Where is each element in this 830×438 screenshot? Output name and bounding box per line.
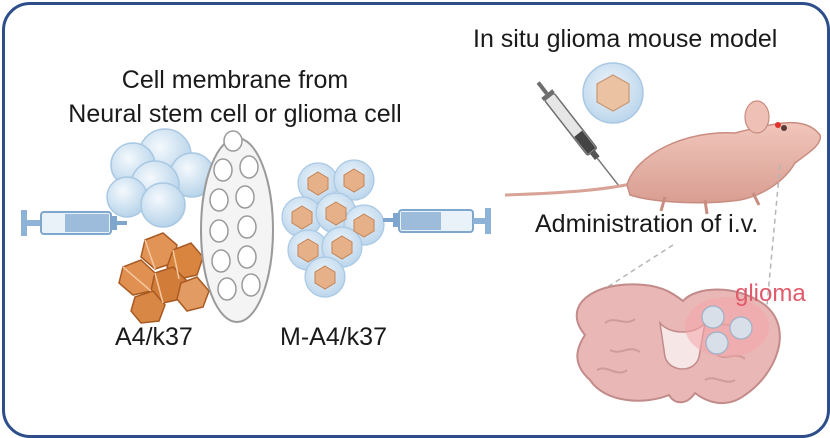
nanoparticle-icon bbox=[118, 232, 210, 324]
glioma-label: glioma bbox=[735, 280, 806, 307]
brain-section-icon bbox=[575, 283, 781, 405]
zoom-lines bbox=[594, 164, 781, 306]
membrane-title-line2: Neural stem cell or glioma cell bbox=[68, 100, 402, 128]
mouse-icon bbox=[504, 100, 821, 215]
membrane-title-line1: Cell membrane from bbox=[121, 66, 349, 94]
coated-nanoparticle-icon bbox=[281, 159, 385, 298]
nanoparticle-label: A4/k37 bbox=[115, 323, 193, 351]
coated-nanoparticle-label: M-A4/k37 bbox=[280, 323, 387, 351]
coated-particle-icon bbox=[582, 62, 644, 124]
syringe-middle-icon bbox=[383, 208, 491, 234]
syringe-left-icon bbox=[21, 210, 127, 236]
model-title: In situ glioma mouse model bbox=[473, 25, 778, 53]
extruder-icon bbox=[200, 130, 274, 323]
syringe-injection-icon bbox=[536, 81, 619, 186]
membrane-title: Cell membrane from Neural stem cell or g… bbox=[45, 63, 425, 131]
membrane-vesicle-icon bbox=[106, 128, 215, 228]
diagram-artwork bbox=[21, 62, 821, 405]
administration-label: Administration of i.v. bbox=[535, 210, 759, 238]
